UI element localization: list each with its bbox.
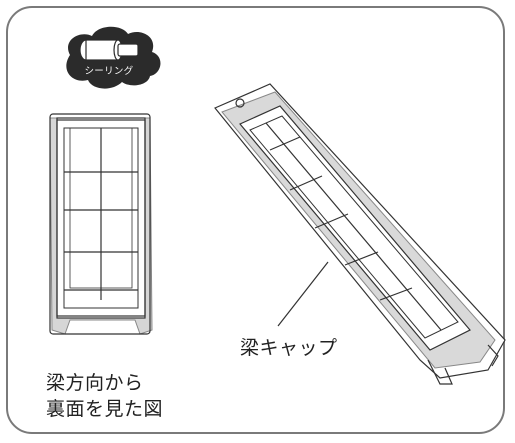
beam-cap-label: 梁キャップ (240, 337, 338, 359)
callout-leader (277, 261, 329, 327)
beam-cap-3d (214, 83, 506, 385)
caption-line-2: 裏面を見た図 (46, 398, 164, 420)
ceiling-cap-icon (66, 26, 161, 89)
caption-line-1: 梁方向から (46, 372, 144, 394)
sealing-badge-label: シーリング (84, 66, 134, 77)
back-view-frame (49, 113, 153, 335)
view-caption: 梁方向から 裏面を見た図 (46, 370, 163, 422)
